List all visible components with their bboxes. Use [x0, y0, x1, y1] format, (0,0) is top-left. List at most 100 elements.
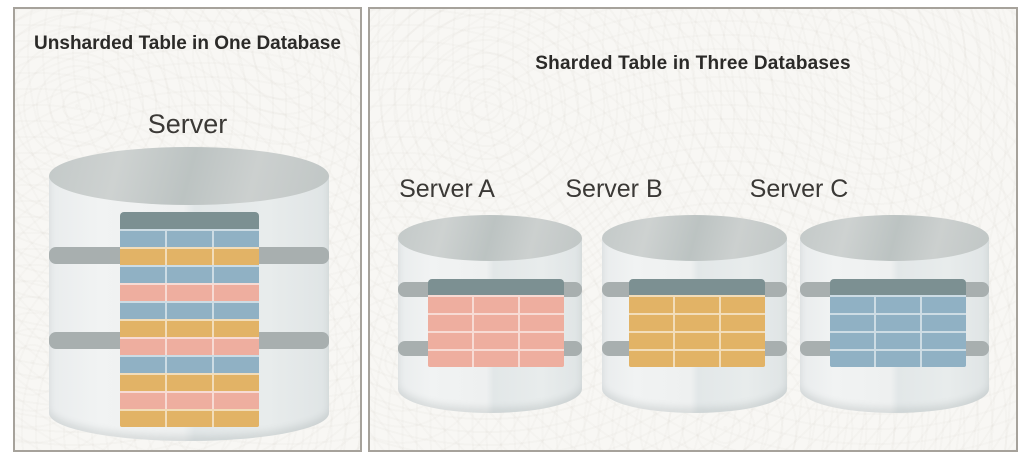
table-cell	[830, 333, 874, 349]
database-cylinder-server-a	[398, 215, 582, 413]
table-cell	[520, 297, 564, 313]
table-cell	[876, 351, 920, 367]
table-row	[120, 283, 259, 301]
table-cell	[830, 315, 874, 331]
table-row	[830, 295, 966, 313]
table-cell	[428, 315, 472, 331]
cylinder-top-ellipse	[398, 215, 582, 261]
table-cell	[721, 297, 765, 313]
table-cell	[214, 321, 259, 337]
table-header-row	[830, 279, 966, 295]
table-row	[120, 229, 259, 247]
table-row	[830, 349, 966, 367]
table-cell	[214, 411, 259, 427]
server-c-label: Server C	[749, 175, 849, 203]
table-cell	[214, 285, 259, 301]
table-cell	[876, 297, 920, 313]
cylinder-top-ellipse	[602, 215, 787, 261]
table-cell	[214, 231, 259, 247]
table-header-row	[428, 279, 564, 295]
sharded-title: Sharded Table in Three Databases	[535, 53, 851, 74]
table-cell	[922, 315, 966, 331]
table-row	[120, 247, 259, 265]
table-header-row	[120, 212, 259, 229]
table-row	[120, 265, 259, 283]
server-b-label: Server B	[565, 175, 663, 203]
table-cell	[876, 333, 920, 349]
table-row	[120, 409, 259, 427]
table-cell	[120, 321, 165, 337]
table-cell	[520, 351, 564, 367]
unsharded-title: Unsharded Table in One Database	[34, 33, 341, 54]
table-row	[120, 373, 259, 391]
cylinder-top-ellipse	[800, 215, 989, 261]
table-cell	[876, 315, 920, 331]
table-row	[629, 295, 765, 313]
table-cell	[830, 351, 874, 367]
table-cell	[474, 297, 518, 313]
table-cell	[120, 393, 165, 409]
table-cell	[167, 249, 212, 265]
unsharded-panel: Unsharded Table in One Database Server	[13, 7, 362, 452]
table-cell	[214, 249, 259, 265]
table-cell	[214, 375, 259, 391]
table-row	[629, 313, 765, 331]
table-cell	[120, 267, 165, 283]
table-row	[120, 337, 259, 355]
database-cylinder-server	[49, 147, 329, 441]
table-row	[120, 319, 259, 337]
table-cell	[167, 411, 212, 427]
table-cell	[120, 249, 165, 265]
table-cell	[428, 297, 472, 313]
table-cell	[428, 351, 472, 367]
table-cell	[721, 333, 765, 349]
table-cell	[214, 393, 259, 409]
table-cell	[629, 333, 673, 349]
table-cell	[120, 411, 165, 427]
table-row	[428, 349, 564, 367]
table-cell	[675, 333, 719, 349]
table-cell	[167, 357, 212, 373]
unsharded-table	[120, 212, 259, 427]
table-cell	[120, 285, 165, 301]
table-cell	[120, 375, 165, 391]
table-cell	[721, 315, 765, 331]
table-cell	[428, 333, 472, 349]
table-row	[120, 301, 259, 319]
table-cell	[167, 375, 212, 391]
table-cell	[474, 333, 518, 349]
database-cylinder-server-b	[602, 215, 787, 413]
table-cell	[167, 339, 212, 355]
table-cell	[167, 267, 212, 283]
table-cell	[721, 351, 765, 367]
table-cell	[120, 231, 165, 247]
server-a-label: Server A	[399, 175, 495, 203]
table-row	[428, 313, 564, 331]
table-cell	[830, 297, 874, 313]
table-cell	[922, 297, 966, 313]
table-row	[120, 391, 259, 409]
database-cylinder-server-c	[800, 215, 989, 413]
cylinder-top-ellipse	[49, 147, 329, 205]
table-cell	[214, 303, 259, 319]
table-cell	[520, 333, 564, 349]
table-cell	[167, 285, 212, 301]
table-row	[120, 355, 259, 373]
table-cell	[167, 303, 212, 319]
table-cell	[167, 321, 212, 337]
table-row	[428, 331, 564, 349]
table-cell	[120, 357, 165, 373]
shard-table-a	[428, 279, 564, 367]
table-cell	[629, 297, 673, 313]
table-cell	[214, 357, 259, 373]
table-row	[629, 349, 765, 367]
table-cell	[675, 315, 719, 331]
table-cell	[922, 333, 966, 349]
table-cell	[474, 351, 518, 367]
table-row	[428, 295, 564, 313]
sharded-panel: Sharded Table in Three Databases Server …	[368, 7, 1018, 452]
table-cell	[675, 297, 719, 313]
server-label: Server	[147, 109, 228, 139]
table-row	[830, 313, 966, 331]
shard-table-b	[629, 279, 765, 367]
